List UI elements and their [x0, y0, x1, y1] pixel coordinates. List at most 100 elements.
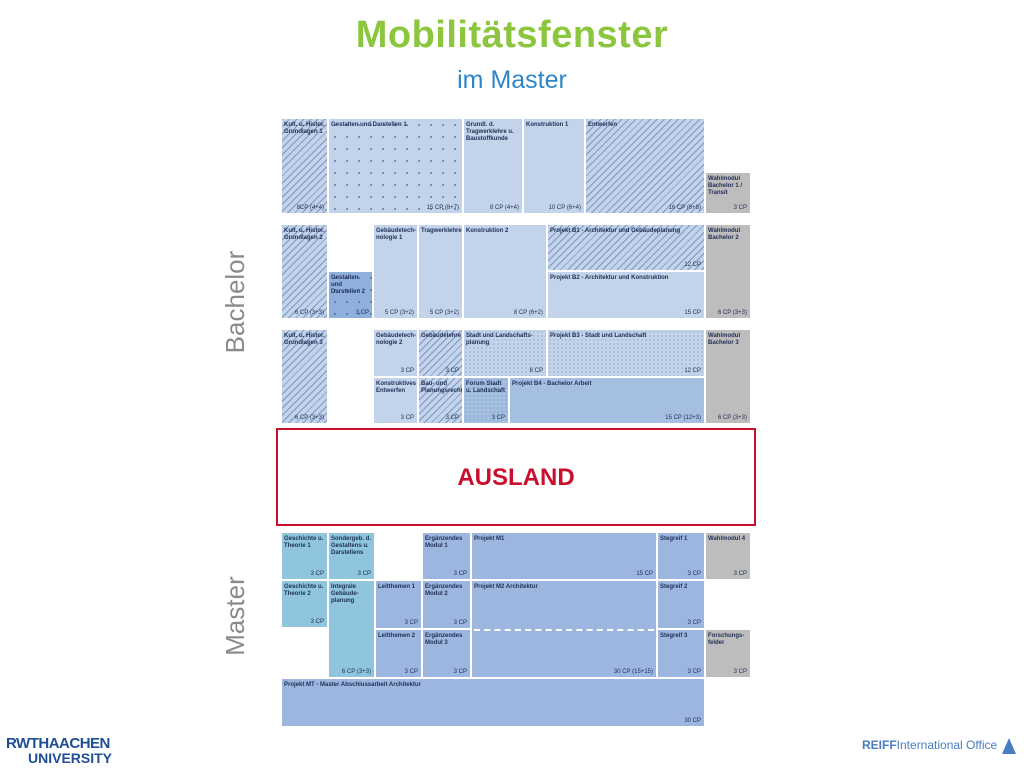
bachelor-module: Gebäudetech­nologie 1 5 CP (3+2)	[373, 224, 418, 319]
module-name: Integrale Gebäude­planung	[331, 584, 359, 604]
bachelor-module: Konstruktives Entwerfen 3 CP	[373, 377, 418, 424]
module-name: Stegreif 1	[660, 536, 688, 542]
module-credits: 6 CP (3+3)	[717, 415, 747, 421]
module-credits: 3 CP	[310, 619, 324, 625]
module-credits: 3 CP	[404, 620, 418, 626]
bachelor-module: Entwerfen 16 CP (8+8)	[585, 118, 705, 214]
bachelor-module: Wahlmodul Bachelor 2 6 CP (3+3)	[705, 224, 751, 319]
slide-subtitle: im Master	[457, 66, 567, 94]
international-office-label: REIFFInternational Office	[862, 738, 997, 752]
module-credits: 6 CP (3+3)	[294, 310, 324, 316]
module-credits: 15 CP (8+7)	[426, 205, 459, 211]
module-name: Gebäudetech­nologie 2	[376, 333, 417, 346]
module-credits: 3 CP	[355, 310, 369, 316]
bachelor-module: Projekt B2 - Architektur und Konstruktio…	[547, 271, 705, 319]
module-credits: 3 CP	[733, 571, 747, 577]
module-credits: 3 CP	[404, 669, 418, 675]
module-credits: 8 CP (6+2)	[513, 310, 543, 316]
bachelor-module: Gebäudelehre 3 CP	[418, 329, 463, 377]
module-credits: 6 CP (3+3)	[717, 310, 747, 316]
master-module: Geschichte u. Theorie 2 3 CP	[281, 580, 328, 628]
module-credits: 3 CP	[400, 415, 414, 421]
module-credits: 6 CP (3+3)	[341, 669, 371, 675]
module-name: Gebäudelehre	[421, 333, 462, 339]
module-credits: 15 CP (12+3)	[665, 415, 701, 421]
module-name: Leitthemen 2	[378, 633, 416, 639]
module-credits: 15 CP	[636, 571, 653, 577]
module-credits: 8CP (4+4)	[296, 205, 324, 211]
office-text: International Office	[896, 738, 998, 752]
module-name: Entwerfen	[588, 122, 618, 128]
module-credits: 3 CP	[453, 620, 467, 626]
bachelor-module: Projekt B1 - Architektur und Gebäudeplan…	[547, 224, 705, 271]
module-name: Stegreif 3	[660, 633, 688, 639]
module-name: Geschichte u. Theorie 1	[284, 536, 324, 549]
module-name: Projekt M2 Architektur	[474, 584, 538, 590]
module-name: Projekt MT - Master Abschlussarbeit Arch…	[284, 682, 421, 688]
module-name: Konstruktion 2	[466, 228, 509, 234]
module-name: Gestalten und Darstellen 1	[331, 122, 407, 128]
master-module: Projekt M1 15 CP	[471, 532, 657, 580]
master-module: Stegreif 3 3 CP	[657, 629, 705, 678]
module-credits: 3 CP	[453, 571, 467, 577]
master-module: Ergänzendes Modul 3 3 CP	[422, 629, 471, 678]
bachelor-module: Konstruktion 2 8 CP (6+2)	[463, 224, 547, 319]
module-credits: 6 CP (3+3)	[294, 415, 324, 421]
logo-line-1: RWTHAACHEN	[6, 735, 110, 752]
module-name: Wahlmodul Bachelor 3	[708, 333, 741, 346]
module-credits: 5 CP (3+2)	[384, 310, 414, 316]
module-name: Grundl. d. Tragwerk­lehre u. Baustoffkun…	[466, 122, 514, 142]
module-credits: 12 CP	[684, 262, 701, 268]
master-label: Master	[220, 576, 250, 656]
master-module: Ergänzendes Modul 1 3 CP	[422, 532, 471, 580]
module-credits: 30 CP	[684, 718, 701, 724]
module-name: Bau- und Planungsrecht	[421, 381, 463, 394]
module-name: Konstruktives Entwerfen	[376, 381, 417, 394]
bachelor-module: Gestalten und Darstellen 1 15 CP (8+7)	[328, 118, 463, 214]
module-name: Ergänzendes Modul 1	[425, 536, 463, 549]
master-module: Integrale Gebäude­planung 6 CP (3+3)	[328, 580, 375, 678]
bachelor-module: Kult. u. Histor. Grundlagen 1 8CP (4+4)	[281, 118, 328, 214]
module-name: Sondergeb. d. Gestaltens u. Darstellens	[331, 536, 372, 556]
module-name: Ergänzendes Modul 3	[425, 633, 463, 646]
module-credits: 3 CP	[687, 669, 701, 675]
ausland-label: AUSLAND	[457, 464, 575, 491]
module-name: Projekt B3 - Stadt und Landschaft	[550, 333, 647, 339]
module-name: Gebäudetech­nologie 1	[376, 228, 417, 241]
module-credits: 3 CP	[733, 205, 747, 211]
bachelor-module: Wahlmodul Bachelor 3 6 CP (3+3)	[705, 329, 751, 424]
module-credits: 3 CP	[445, 368, 459, 374]
bachelor-module: Grundl. d. Tragwerk­lehre u. Baustoffkun…	[463, 118, 523, 214]
module-credits: 16 CP (8+8)	[668, 205, 701, 211]
module-name: Projekt M1	[474, 536, 505, 542]
office-logo-icon	[1002, 738, 1016, 754]
module-name: Forschungs­felder	[708, 633, 745, 646]
module-name: Geschichte u. Theorie 2	[284, 584, 324, 597]
master-module: Projekt MT - Master Abschlussarbeit Arch…	[281, 678, 705, 727]
module-name: Kult. u. Histor. Grundlagen 2	[284, 228, 325, 241]
module-name: Projekt B1 - Architektur und Gebäudeplan…	[550, 228, 681, 234]
logo-line-2: UNIVERSITY	[28, 750, 113, 766]
bachelor-module: Kult. u. Histor. Grundlagen 2 6 CP (3+3)	[281, 224, 328, 319]
module-name: Konstruktion 1	[526, 122, 569, 128]
module-credits: 3 CP	[453, 669, 467, 675]
module-credits: 6 CP	[529, 368, 543, 374]
module-name: Kult. u. Histor. Grundlagen 1	[284, 122, 325, 135]
module-name: Wahlmodul Bachelor 2	[708, 228, 741, 241]
